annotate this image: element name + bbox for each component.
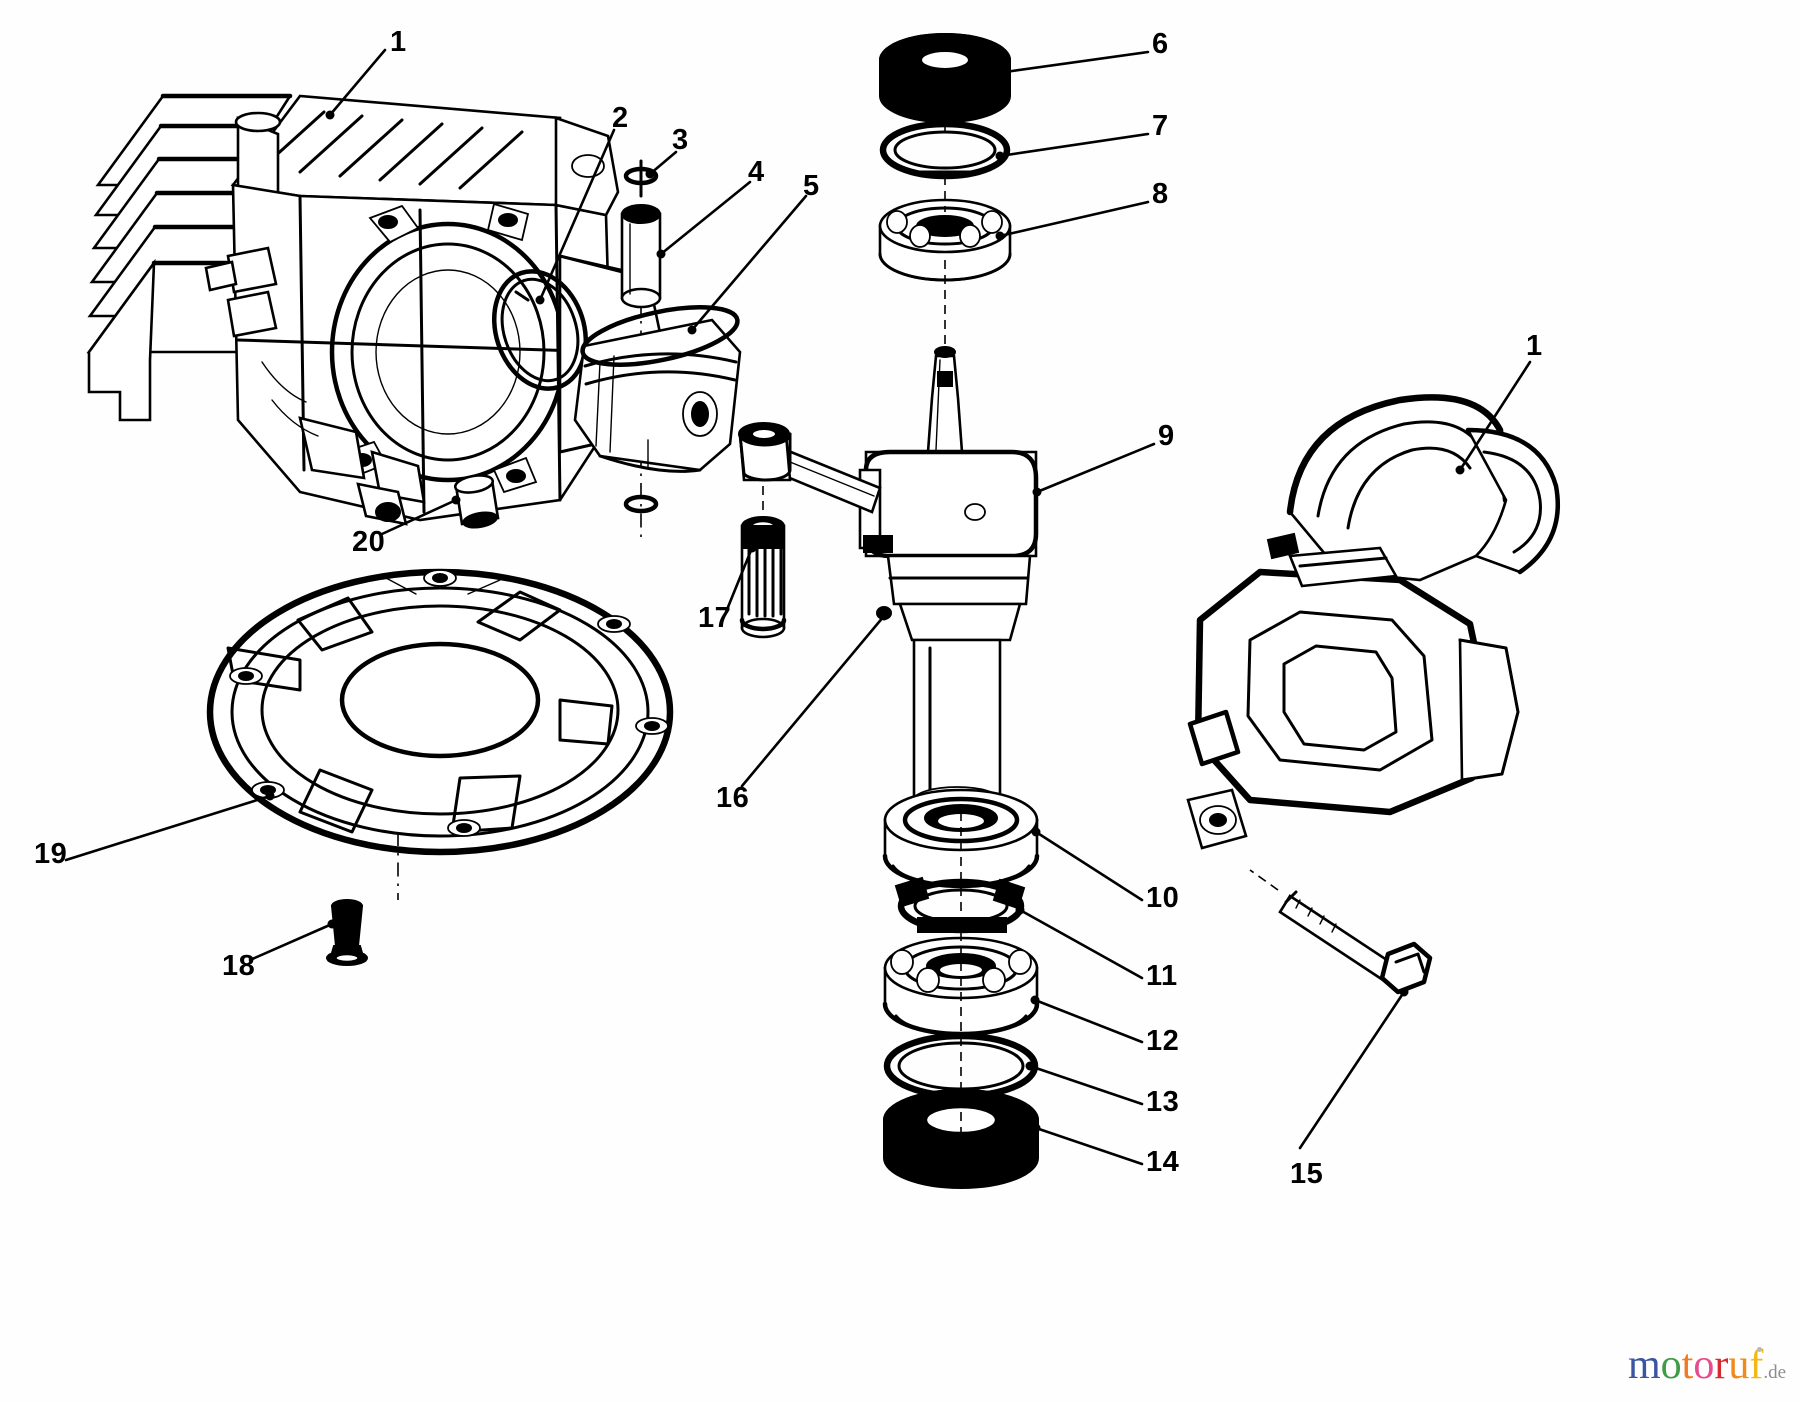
callout-14: 14 [1146, 1146, 1180, 1178]
watermark-dot [1757, 1347, 1762, 1352]
part-needle-bearing-cage [739, 486, 787, 639]
callout-10: 10 [1146, 882, 1180, 914]
callout-12: 12 [1146, 1025, 1180, 1057]
watermark-suffix: .de [1763, 1362, 1787, 1383]
callout-11: 11 [1146, 960, 1178, 992]
callout-8: 8 [1152, 178, 1169, 210]
part-piston-pin [620, 204, 662, 309]
callout-7: 7 [1152, 110, 1169, 142]
part-hex-bolt [1249, 869, 1433, 995]
callout-3: 3 [672, 124, 689, 156]
watermark-letter-5: u [1728, 1342, 1750, 1388]
part-snap-ring [894, 876, 1026, 934]
part-blower-housing [1186, 394, 1561, 850]
callout-6: 6 [1152, 28, 1169, 60]
part-crankshaft [738, 346, 1039, 814]
part-bearing-collar [882, 788, 1040, 889]
part-retainer-clip-upper [623, 159, 659, 198]
part-baffle-plate [206, 568, 674, 856]
part-retaining-ring-upper [879, 120, 1011, 180]
callout-4: 4 [748, 156, 765, 188]
callout-2: 2 [612, 102, 629, 134]
callout-9: 9 [1158, 420, 1175, 452]
callout-5: 5 [803, 170, 820, 202]
leader-lines [64, 48, 1532, 1166]
motoruf-watermark: motoruf.de [1628, 1344, 1786, 1386]
part-oil-seal-upper [879, 33, 1011, 123]
callout-20: 20 [352, 526, 386, 558]
callout-17: 17 [698, 602, 732, 634]
watermark-letter-4: r [1714, 1342, 1729, 1388]
watermark-letter-2: t [1681, 1342, 1694, 1388]
part-screw [326, 832, 399, 966]
callout-1-right: 1 [1526, 330, 1543, 362]
part-ball-bearing-lower [882, 936, 1040, 1037]
part-piston [573, 305, 742, 473]
callout-1: 1 [390, 26, 407, 58]
callout-18: 18 [222, 950, 256, 982]
watermark-letter-0: m [1628, 1342, 1661, 1388]
watermark-letter-3: o [1693, 1342, 1715, 1388]
callout-16: 16 [716, 782, 750, 814]
callout-19: 19 [34, 838, 68, 870]
part-piston-ring [491, 269, 589, 391]
callout-13: 13 [1146, 1086, 1180, 1118]
part-bushing [453, 474, 500, 529]
watermark-letter-6: f [1749, 1342, 1764, 1388]
watermark-letters: motoruf [1628, 1342, 1763, 1388]
watermark-letter-1: o [1660, 1342, 1682, 1388]
callout-15: 15 [1290, 1158, 1324, 1190]
part-cylinder-block [86, 93, 666, 526]
